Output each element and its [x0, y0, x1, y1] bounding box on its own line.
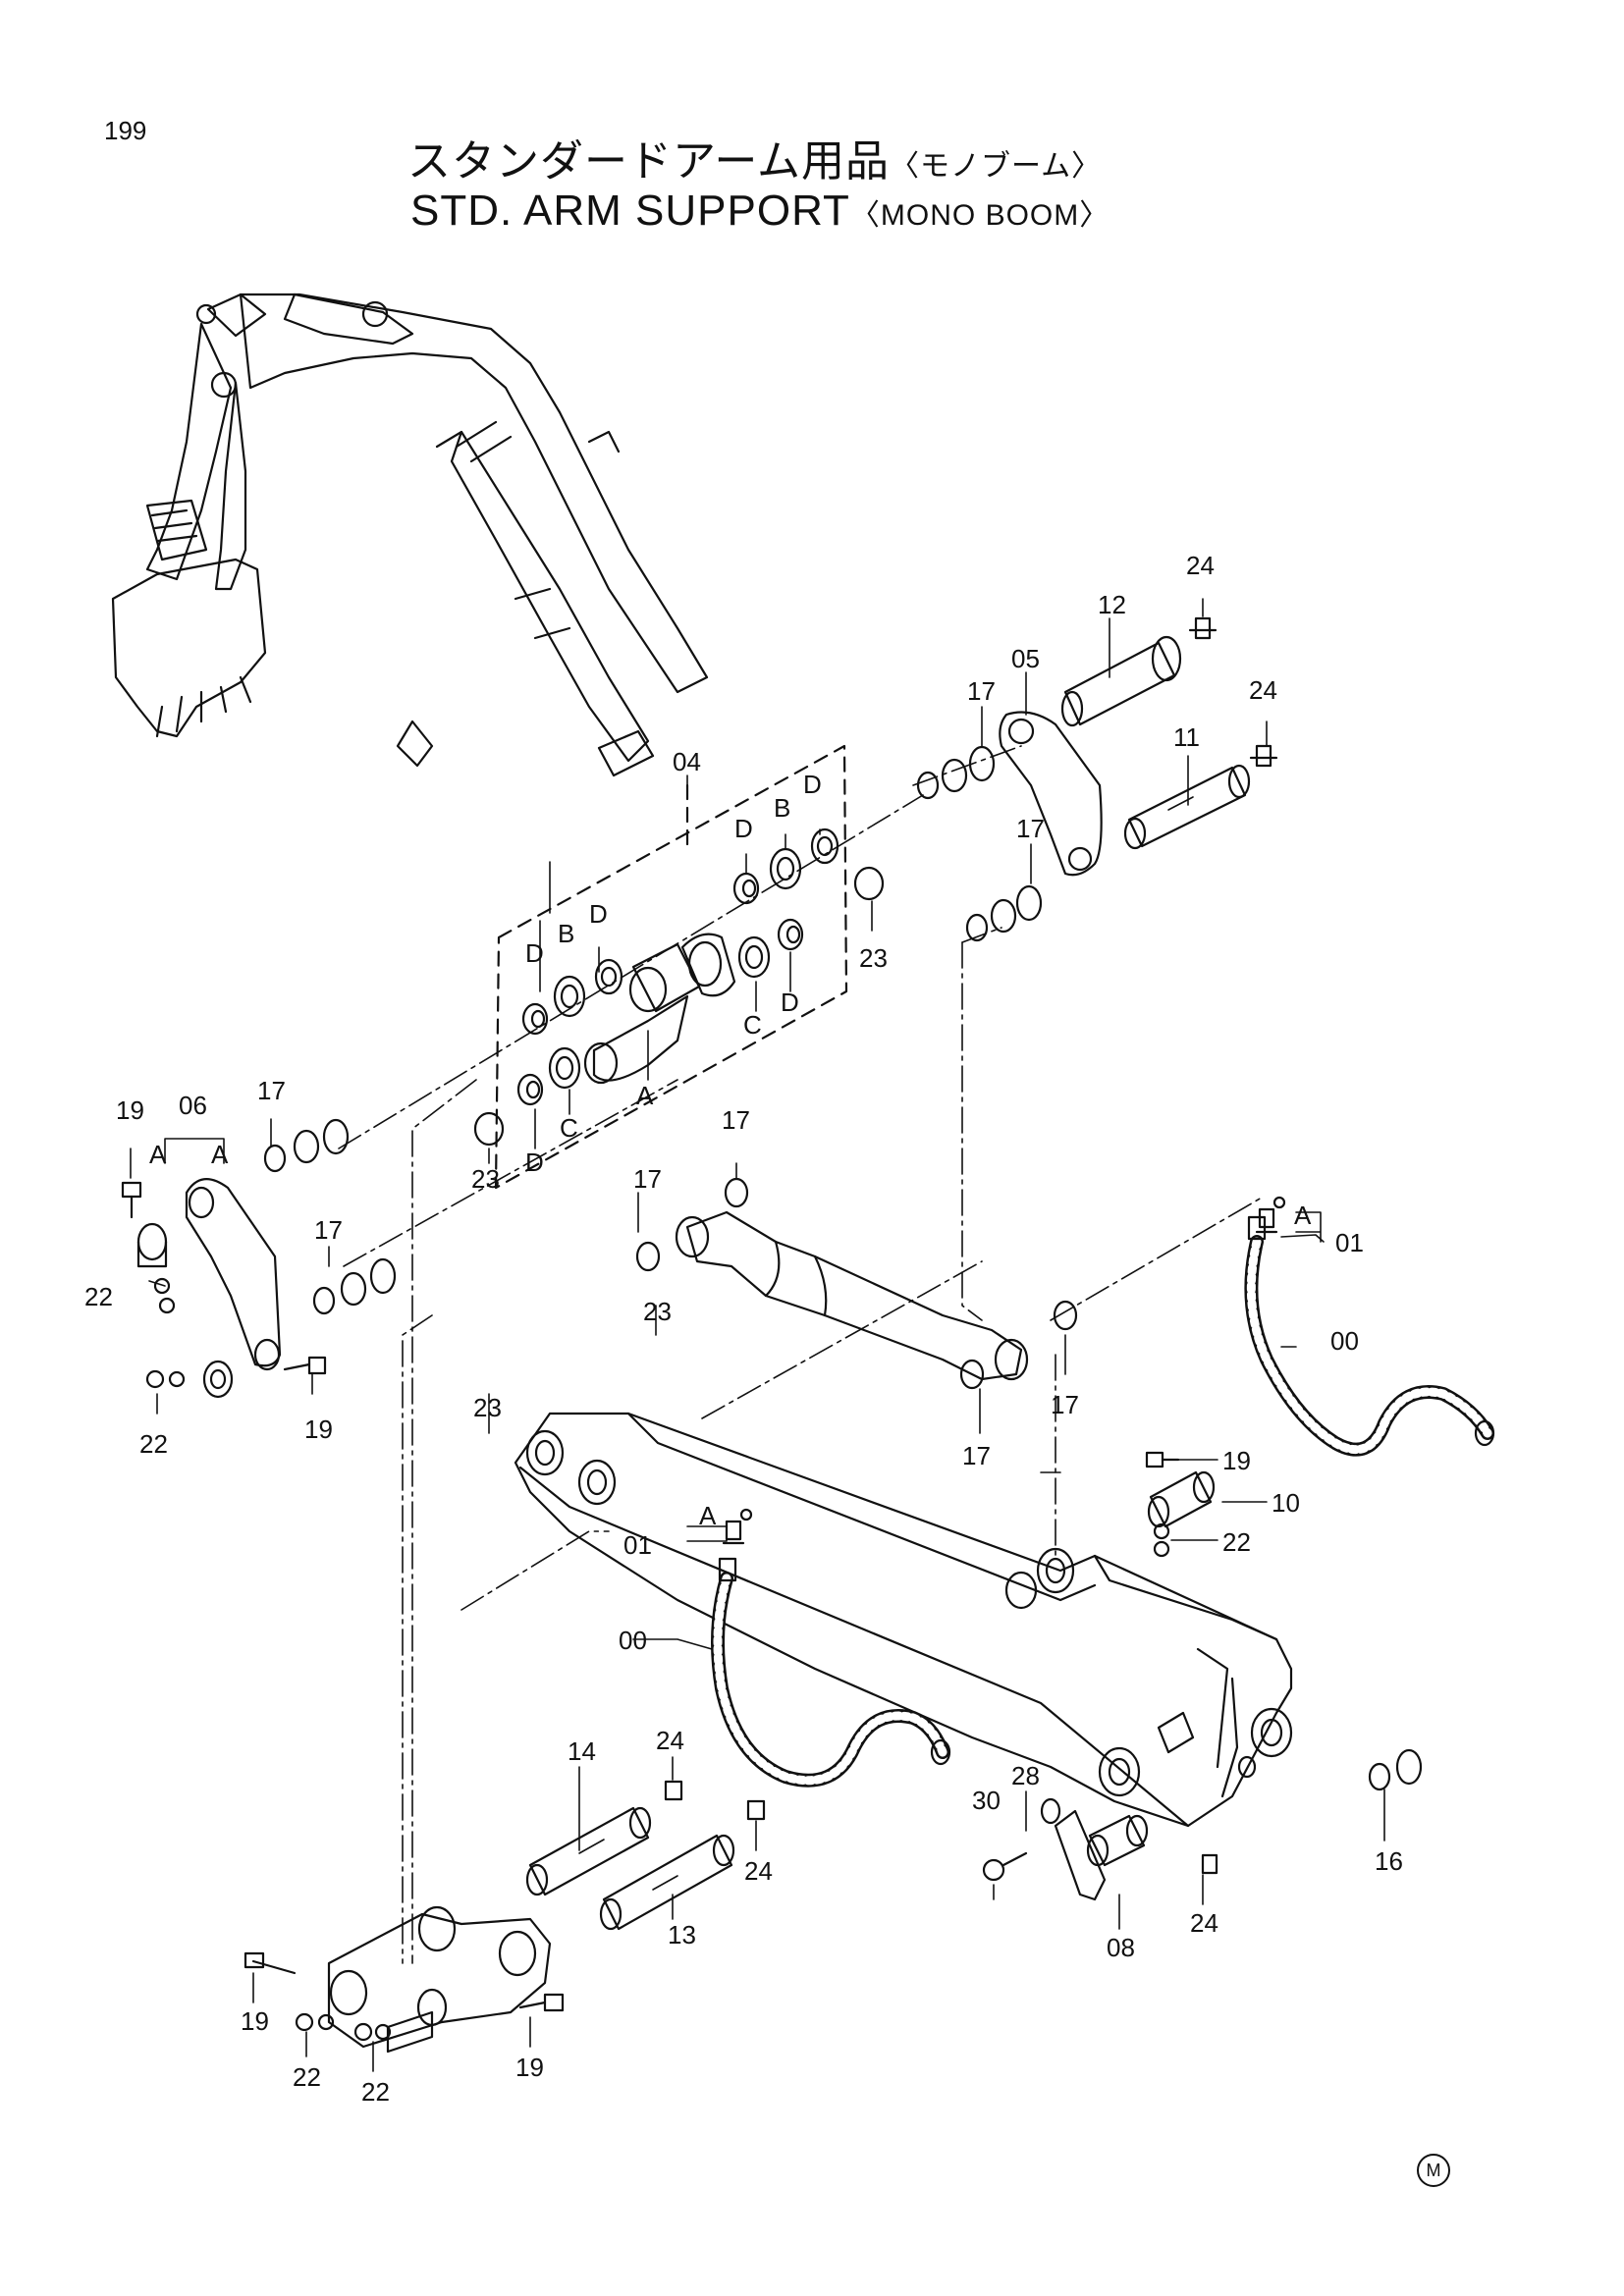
callout-17: 17: [633, 1164, 662, 1194]
center-lines: [338, 745, 1263, 1964]
fittings-01: [722, 1196, 1286, 1545]
callout-d: D: [589, 899, 608, 929]
callout-d: D: [734, 814, 753, 843]
callout-23: 23: [859, 943, 888, 973]
callout-00: 00: [619, 1626, 647, 1655]
callout-17: 17: [1016, 814, 1045, 843]
callout-11: 11: [1173, 722, 1200, 752]
pin-14: [525, 1806, 652, 1896]
page-title-japanese: スタンダードアーム用品〈モノブーム〉: [407, 126, 1102, 188]
pin-12: [1060, 635, 1182, 727]
link-06: [121, 1178, 327, 1399]
callout-17: 17: [257, 1076, 286, 1105]
callout-04: 04: [673, 747, 701, 776]
callout-22: 22: [139, 1429, 168, 1459]
callout-05: 05: [1011, 644, 1040, 673]
callout-24: 24: [1190, 1908, 1218, 1938]
callout-22: 22: [84, 1282, 113, 1311]
bracket-a: [583, 933, 736, 1085]
callout-19: 19: [1222, 1446, 1251, 1475]
callout-28: 28: [1011, 1761, 1040, 1790]
callout-22: 22: [361, 2077, 390, 2107]
callout-10: 10: [1272, 1488, 1300, 1518]
callout-a: A: [149, 1140, 167, 1169]
callout-19: 19: [515, 2053, 544, 2082]
callout-d: D: [525, 1148, 544, 1177]
title-en-subtitle: 〈MONO BOOM〉: [849, 199, 1110, 232]
callout-19: 19: [241, 2006, 269, 2036]
pin-11: [1123, 764, 1251, 850]
callout-23: 23: [473, 1393, 502, 1422]
title-jp-main: スタンダードアーム用品: [407, 136, 891, 187]
callout-24: 24: [656, 1726, 684, 1755]
callout-17: 17: [1051, 1390, 1079, 1419]
callout-d: D: [525, 938, 544, 968]
callout-17: 17: [314, 1215, 343, 1245]
bolts-24-top: [1188, 616, 1278, 768]
callout-01: 01: [623, 1530, 652, 1560]
callout-01: 01: [1335, 1228, 1364, 1257]
callout-19: 19: [304, 1415, 333, 1444]
m-mark-icon: M: [1417, 2154, 1450, 2187]
callout-b: B: [774, 793, 790, 823]
callout-24: 24: [744, 1856, 773, 1886]
callout-d: D: [781, 988, 799, 1017]
callout-a: A: [1294, 1201, 1312, 1230]
callout-24: 24: [1186, 551, 1215, 580]
callout-12: 12: [1098, 590, 1126, 619]
callout-labels: 24 12 05 17 24 11 17 04 D B D 23 D B D D…: [84, 551, 1403, 2107]
excavator-overview: [111, 293, 709, 777]
bushings-kit-04: [473, 828, 885, 1147]
title-en-main: STD. ARM SUPPORT: [410, 187, 850, 235]
title-jp-subtitle: 〈モノブーム〉: [890, 149, 1103, 184]
callout-b: B: [558, 919, 574, 948]
callout-a: A: [211, 1140, 229, 1169]
callout-30: 30: [972, 1786, 1001, 1815]
callout-d: D: [803, 770, 822, 799]
bucket-link: [244, 1905, 565, 2054]
washers: [263, 745, 1423, 1825]
callout-00: 00: [1330, 1326, 1359, 1356]
leader-lines: [130, 598, 1385, 2072]
callout-23: 23: [643, 1297, 672, 1326]
callout-c: C: [560, 1113, 578, 1143]
kit-04-dashed-outline: [494, 744, 848, 1190]
callout-a: A: [699, 1501, 717, 1530]
arm: [514, 1412, 1293, 1828]
page-title-english: STD. ARM SUPPORT〈MONO BOOM〉: [410, 187, 1110, 236]
callout-19: 19: [116, 1095, 144, 1125]
pin-10: [1145, 1451, 1216, 1558]
callout-22: 22: [293, 2062, 321, 2092]
callout-16: 16: [1375, 1846, 1403, 1876]
callout-22: 22: [1222, 1527, 1251, 1557]
callout-13: 13: [668, 1920, 696, 1949]
bolts-24-bottom: [664, 1780, 1218, 1875]
link-05: [999, 711, 1103, 877]
callout-c: C: [743, 1010, 762, 1040]
callout-17: 17: [967, 676, 996, 706]
pin-08: [982, 1809, 1149, 1901]
callout-24: 24: [1249, 675, 1277, 705]
callout-08: 08: [1107, 1933, 1135, 1962]
callout-06: 06: [179, 1091, 207, 1120]
callout-a: A: [636, 1081, 654, 1110]
callout-17: 17: [722, 1105, 750, 1135]
callout-17: 17: [962, 1441, 991, 1470]
pin-13: [599, 1834, 735, 1931]
callout-14: 14: [568, 1736, 596, 1766]
bucket-cylinder: [675, 1210, 1029, 1381]
callout-23: 23: [471, 1164, 500, 1194]
page-number: 199: [104, 116, 147, 145]
hose-00-right: [1244, 1235, 1494, 1457]
